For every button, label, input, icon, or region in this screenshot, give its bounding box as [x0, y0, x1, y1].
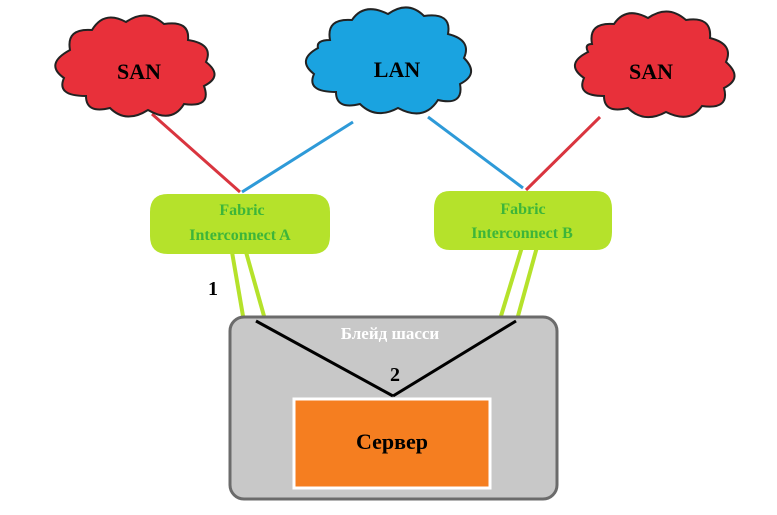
fabric-interconnect-b-shape: [434, 191, 612, 250]
server-box: [292, 397, 492, 490]
fabric-interconnect-b: Fabric Interconnect B: [434, 191, 612, 250]
fabric-interconnect-b-label-line2: Interconnect B: [471, 225, 573, 242]
server-label: Сервер: [356, 429, 428, 454]
fi-b-to-chassis-uplink-1: [499, 246, 524, 317]
san-left-to-fi-a-link: [151, 112, 241, 194]
fi-a-to-chassis-uplink-1: [230, 251, 245, 317]
fabric-interconnect-b-label-line1: Fabric: [500, 201, 545, 218]
fi-b-to-chassis-uplink-2: [516, 246, 539, 317]
lan-cloud-shape: [305, 6, 472, 115]
internal-link-from-b: [392, 319, 517, 398]
fabric-interconnect-a-label-line2: Interconnect A: [189, 227, 291, 244]
internal-number-label: 2: [390, 364, 400, 386]
fi-a-to-chassis-uplink-2: [244, 251, 266, 317]
internal-link-from-a: [255, 319, 394, 398]
san-left-cloud: SAN: [54, 14, 216, 118]
san-right-label: SAN: [629, 59, 673, 84]
server: Сервер: [292, 397, 492, 490]
blade-chassis-label: Блейд шасси: [341, 324, 440, 343]
lan-label: LAN: [374, 57, 421, 82]
lan-cloud: LAN: [305, 6, 472, 115]
fabric-interconnect-a: Fabric Interconnect A: [150, 194, 330, 254]
san-right-to-fi-b-link: [524, 115, 602, 192]
san-left-label: SAN: [117, 59, 161, 84]
lan-to-fi-b-link: [427, 115, 524, 190]
lan-to-fi-a-link: [241, 120, 354, 194]
san-right-cloud: SAN: [574, 10, 736, 119]
san-right-cloud-shape: [574, 10, 736, 119]
uplink-number-label: 1: [208, 278, 218, 300]
fabric-interconnect-a-shape: [150, 194, 330, 254]
san-left-cloud-shape: [54, 14, 216, 118]
fabric-interconnect-a-label-line1: Fabric: [219, 202, 264, 219]
